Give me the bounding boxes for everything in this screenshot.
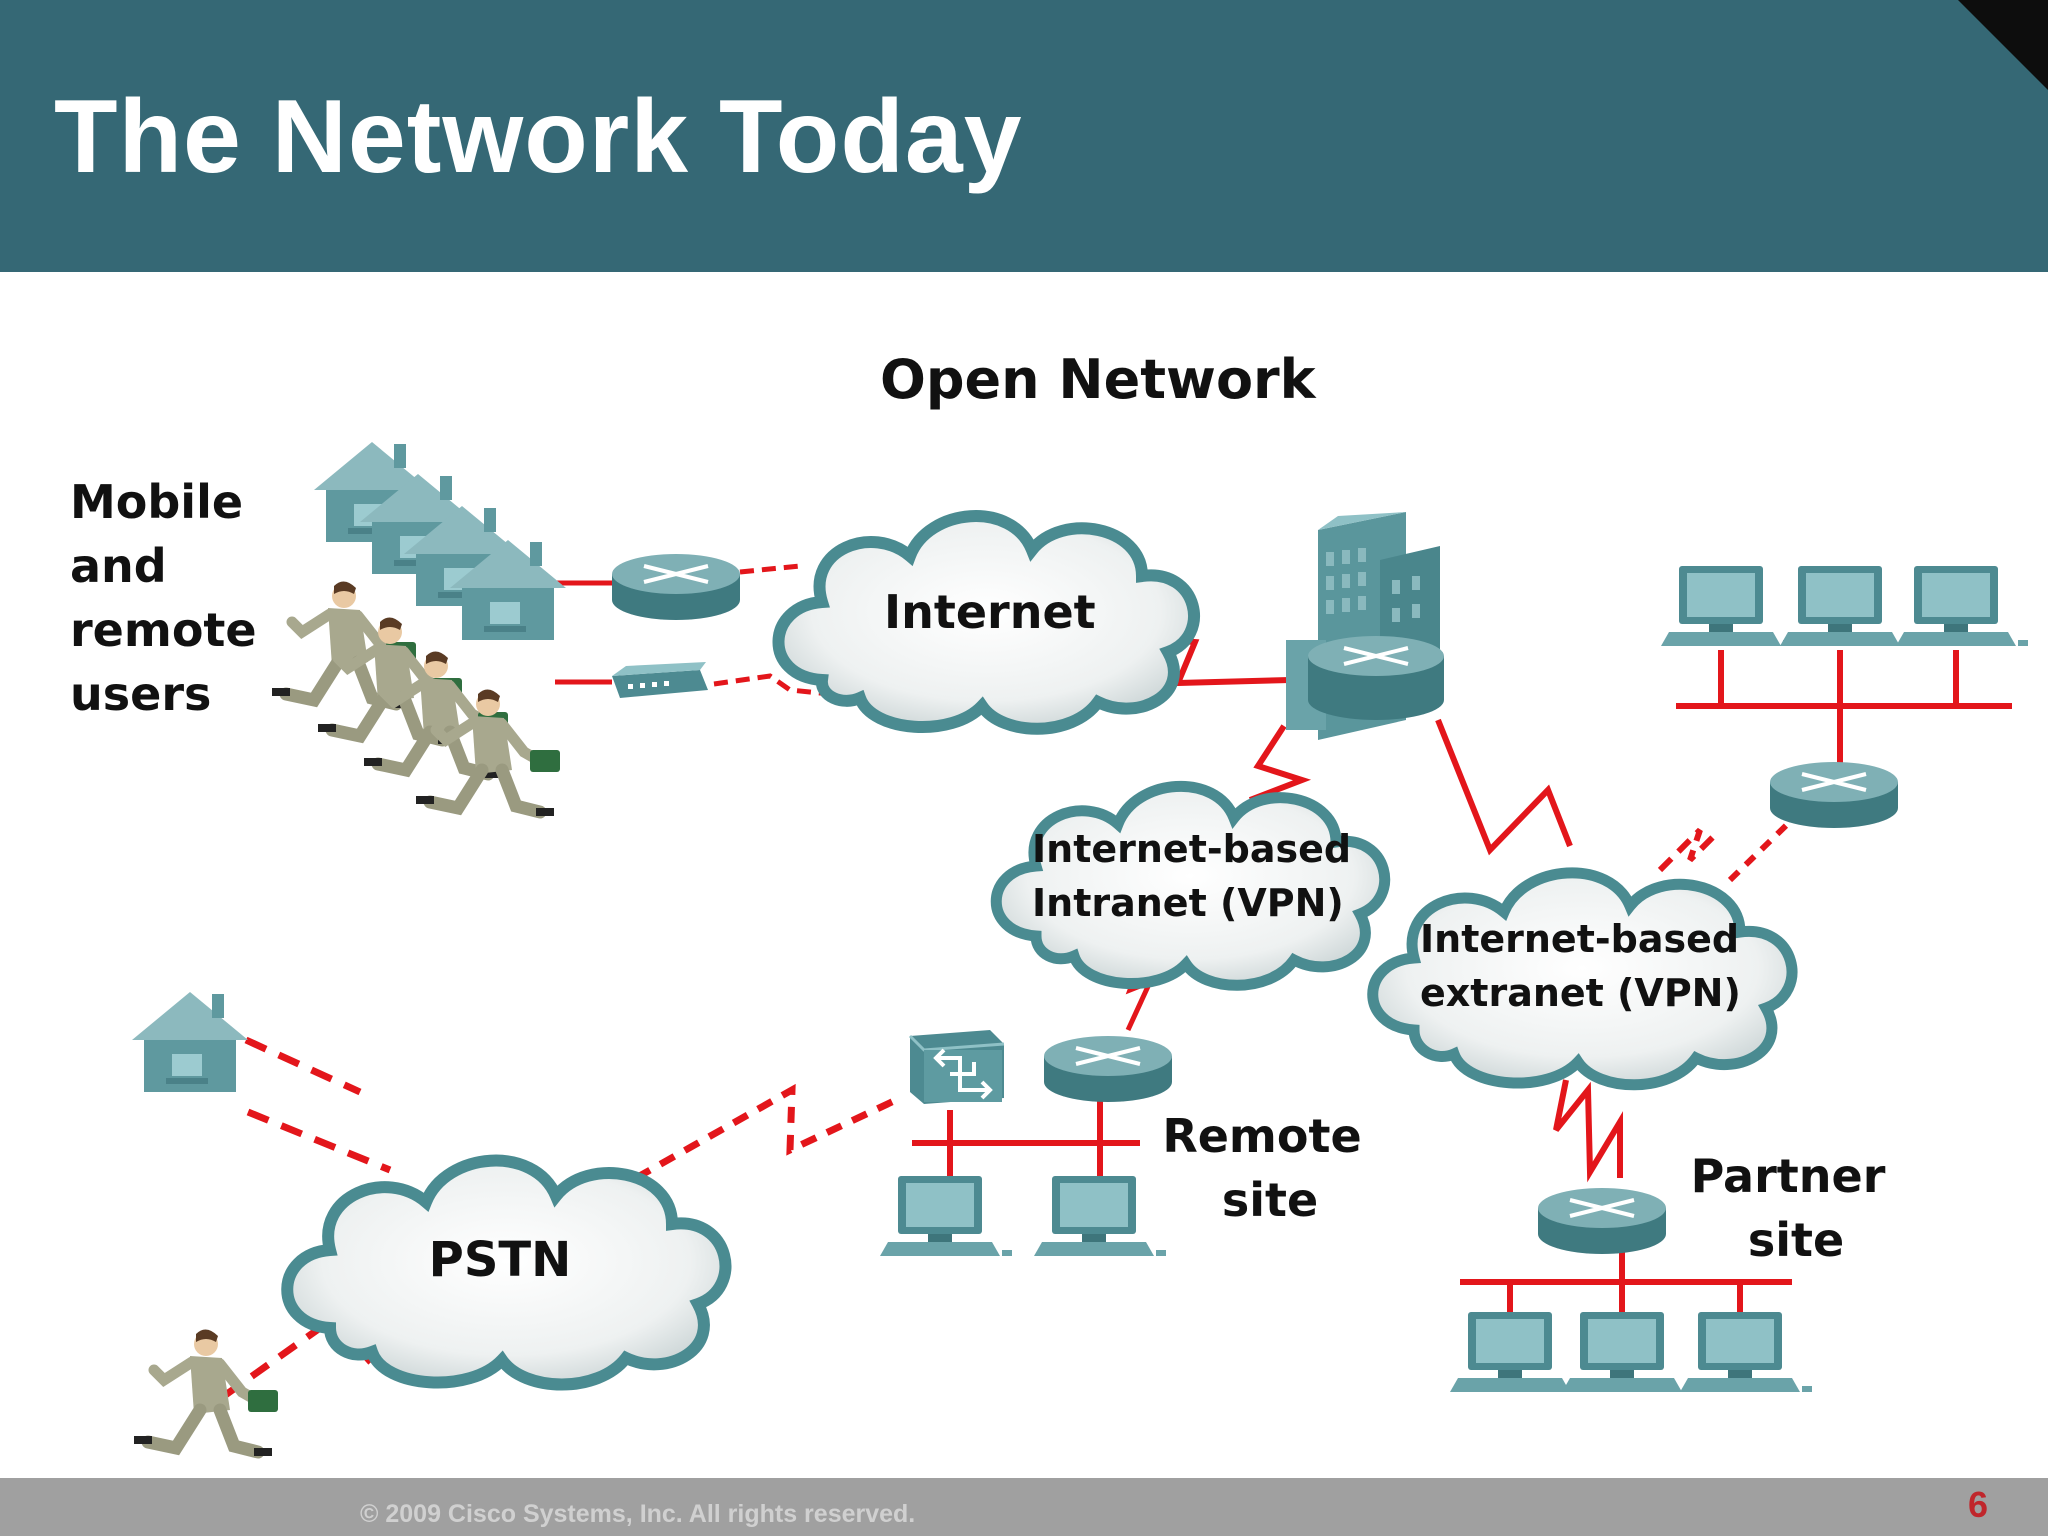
extranet-vpn-label: Internet-based extranet (VPN): [1420, 917, 1752, 1015]
pstn-cloud: [281, 1154, 732, 1391]
partner-site-label: Partner site: [1691, 1149, 1902, 1267]
partner-site-router-icon: [1536, 1186, 1668, 1256]
partner-site-pc-2-icon: [1562, 1312, 1694, 1392]
headquarters-building-icon: [1286, 512, 1444, 740]
internet-router-icon: [610, 552, 742, 622]
corner-decoration: [1958, 0, 2048, 90]
internet-cloud: [772, 510, 1200, 735]
pstn-house-icon: [132, 992, 248, 1092]
remote-pc-2-icon: [1034, 1176, 1166, 1256]
remote-site-router-icon: [1042, 1034, 1174, 1104]
internet-label: Internet: [884, 585, 1096, 639]
extranet-vpn-cloud: [1367, 867, 1798, 1091]
network-diagram: Open Network Mobile and remote users Int…: [70, 348, 2028, 1478]
slide-footer: © 2009 Cisco Systems, Inc. All rights re…: [0, 1478, 2048, 1536]
partner-site-pc-3-icon: [1680, 1312, 1812, 1392]
remote-pc-1-icon: [880, 1176, 1012, 1256]
page-number: 6: [1967, 1484, 1988, 1525]
copyright-text: © 2009 Cisco Systems, Inc. All rights re…: [360, 1500, 916, 1528]
layer3-switch-icon: [908, 1030, 1005, 1104]
partner-router-top-icon: [1768, 760, 1900, 830]
intranet-vpn-cloud: [990, 781, 1391, 991]
partner-site-pc-1-icon: [1450, 1312, 1582, 1392]
slide-title: The Network Today: [54, 79, 1023, 195]
partner-pc-2-icon: [1780, 566, 1912, 646]
slide-header: The Network Today: [0, 0, 2048, 272]
remote-site-label: Remote site: [1162, 1109, 1377, 1227]
modem-icon: [612, 662, 708, 698]
mobile-users-label: Mobile and remote users: [70, 475, 273, 721]
pstn-label: PSTN: [429, 1232, 572, 1288]
intranet-vpn-label: Internet-based Intranet (VPN): [1032, 827, 1364, 925]
partner-pc-1-icon: [1661, 566, 1793, 646]
diagram-title: Open Network: [880, 348, 1317, 411]
pstn-mobile-user-icon: [134, 1329, 278, 1456]
partner-pc-3-icon: [1896, 566, 2028, 646]
